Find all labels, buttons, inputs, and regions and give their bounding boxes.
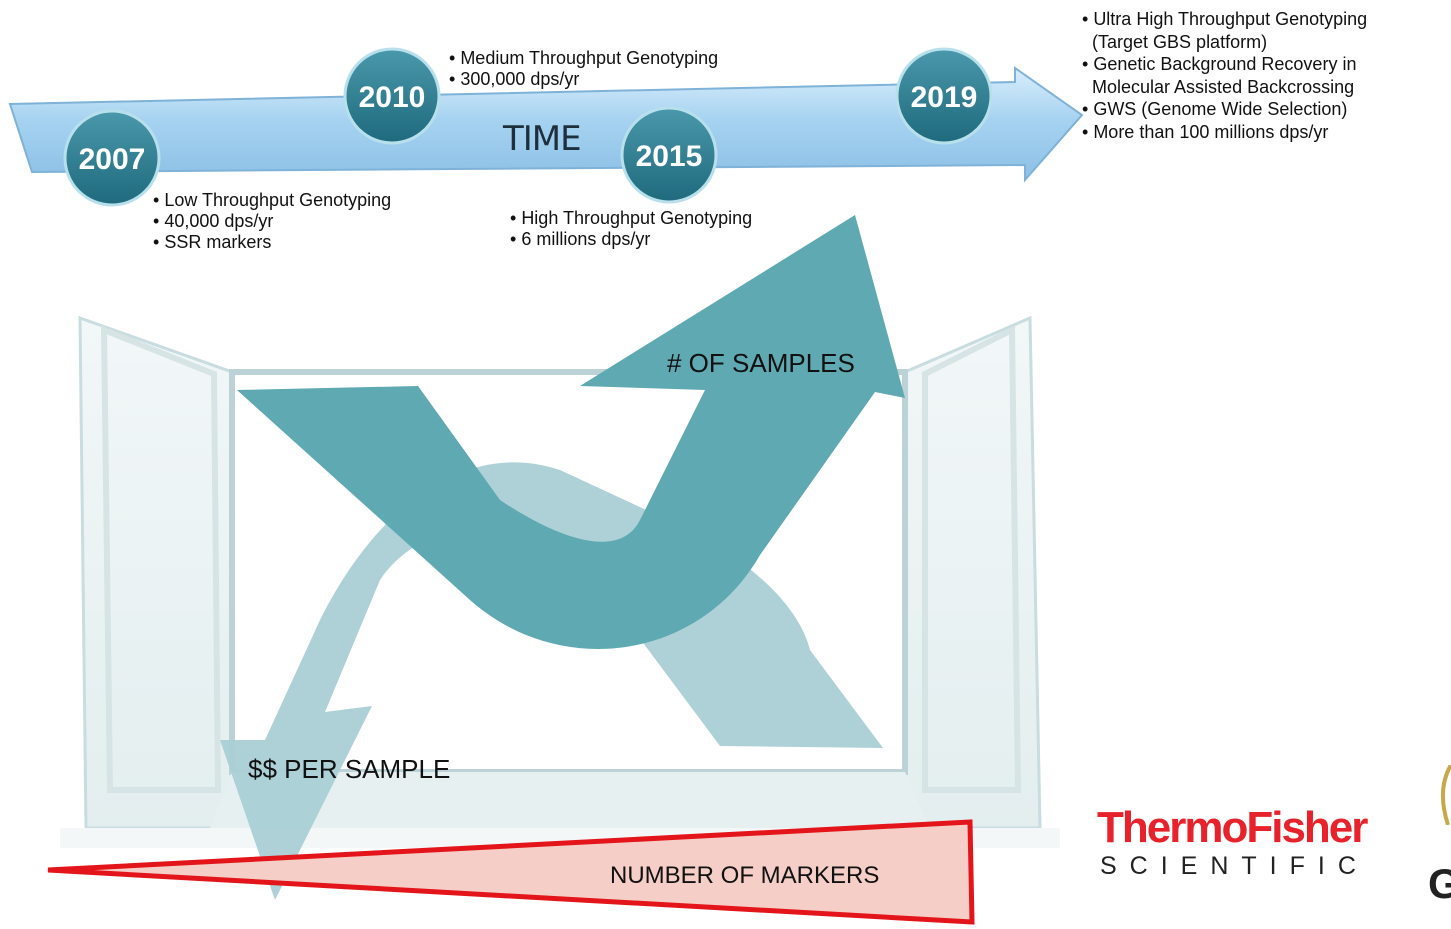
bullet-item: SSR markers: [153, 232, 391, 253]
bullet-item: 40,000 dps/yr: [153, 211, 391, 232]
partial-logo-letter: G: [1428, 860, 1451, 907]
markers-label: NUMBER OF MARKERS: [610, 862, 880, 889]
year-2007-label: 2007: [79, 143, 146, 176]
milestone-2019-bullets: Ultra High Throughput Genotyping (Target…: [1082, 8, 1367, 143]
year-2010-marker: 2010: [343, 47, 441, 145]
bullet-item-continued: Molecular Assisted Backcrossing: [1092, 76, 1355, 97]
bullet-item: Genetic Background Recovery in: [1082, 53, 1367, 76]
bullet-item: Ultra High Throughput Genotyping: [1082, 8, 1367, 31]
bullet-item-continued: (Target GBS platform): [1092, 31, 1268, 52]
milestone-2007-bullets: Low Throughput Genotyping 40,000 dps/yr …: [153, 190, 391, 253]
bullet-item: GWS (Genome Wide Selection): [1082, 98, 1367, 121]
markers-wedge: [47, 819, 975, 925]
bullet-item: More than 100 millions dps/yr: [1082, 121, 1367, 144]
year-2015-marker: 2015: [620, 106, 718, 204]
scientific-logo-text: SCIENTIFIC: [1100, 852, 1369, 880]
year-2010-label: 2010: [359, 81, 426, 114]
partial-logo-swoosh: [1441, 765, 1451, 825]
bullet-item: Low Throughput Genotyping: [153, 190, 391, 211]
bullet-item: High Throughput Genotyping: [510, 208, 752, 229]
year-2019-label: 2019: [911, 81, 978, 114]
year-2007-marker: 2007: [63, 109, 161, 207]
bullet-item: 6 millions dps/yr: [510, 229, 752, 250]
year-2015-label: 2015: [636, 140, 703, 173]
bullet-item: Medium Throughput Genotyping: [449, 48, 718, 69]
thermo-fisher-logo: ThermoFisher: [1097, 803, 1368, 852]
samples-arrow: [237, 215, 905, 650]
milestone-2015-bullets: High Throughput Genotyping 6 millions dp…: [510, 208, 752, 250]
cost-per-sample-label: $$ PER SAMPLE: [248, 754, 451, 784]
bullet-item: 300,000 dps/yr: [449, 69, 718, 90]
time-label: TIME: [502, 119, 581, 159]
milestone-2010-bullets: Medium Throughput Genotyping 300,000 dps…: [449, 48, 718, 90]
samples-label: # OF SAMPLES: [667, 348, 855, 378]
timeline-arrow: [8, 66, 1084, 183]
year-2019-marker: 2019: [895, 47, 993, 145]
